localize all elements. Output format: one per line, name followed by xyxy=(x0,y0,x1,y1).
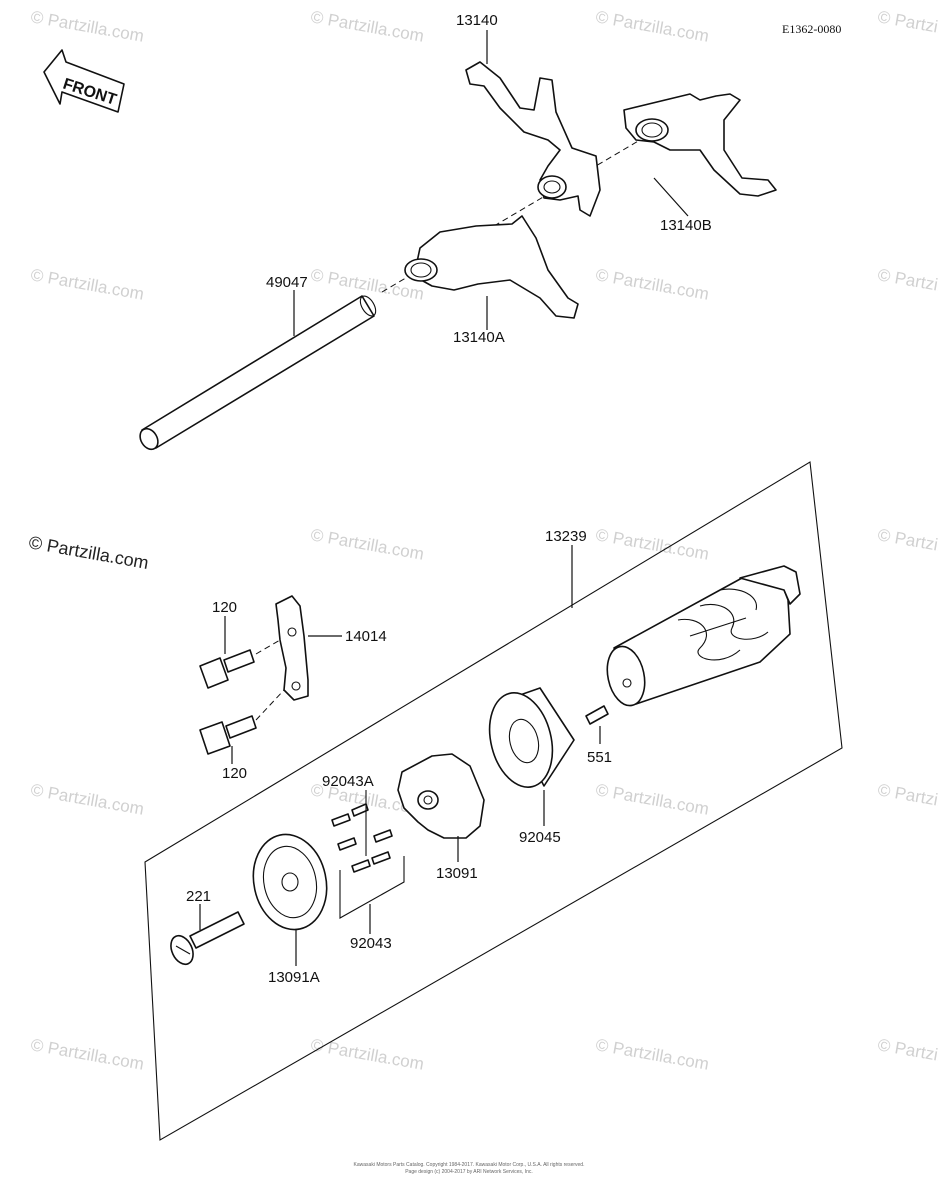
watermark-text: © Partzilla.com xyxy=(594,265,710,304)
watermark-text: © Partzilla.com xyxy=(594,525,710,564)
watermark-text: © Partzilla.com xyxy=(594,780,710,819)
label-92043: 92043 xyxy=(350,935,392,952)
watermark-text: © Partzilla.com xyxy=(309,525,425,564)
label-551: 551 xyxy=(587,749,612,766)
watermark-text: © Partzilla.com xyxy=(876,1035,938,1074)
label-120-bottom: 120 xyxy=(222,765,247,782)
watermark-text: © Partzilla.com xyxy=(876,265,938,304)
front-arrow-icon: FRONT xyxy=(43,49,125,113)
pins-92043 xyxy=(331,790,405,934)
bolt-120-top xyxy=(199,616,255,689)
label-221: 221 xyxy=(186,888,211,905)
diagram-code: E1362-0080 xyxy=(782,22,841,36)
pin-551 xyxy=(585,705,609,744)
shift-fork-13140A xyxy=(404,215,579,319)
watermark-text: © Partzilla.com xyxy=(876,525,938,564)
label-14014: 14014 xyxy=(345,628,387,645)
label-92045: 92045 xyxy=(519,829,561,846)
watermark-text-dark: © Partzilla.com xyxy=(27,532,150,573)
watermark-text: © Partzilla.com xyxy=(29,780,145,819)
label-49047: 49047 xyxy=(266,274,308,291)
shift-drum-13239 xyxy=(606,565,801,707)
bearing-92045 xyxy=(488,687,575,826)
plate-14014 xyxy=(275,595,342,701)
label-13091A: 13091A xyxy=(268,969,320,986)
label-13091: 13091 xyxy=(436,865,478,882)
label-13140B: 13140B xyxy=(660,217,712,234)
plate-13091A xyxy=(252,833,328,966)
watermark-layer: © Partzilla.com © Partzilla.com © Partzi… xyxy=(27,7,938,1074)
bolt-120-bottom xyxy=(199,715,257,764)
watermark-text: © Partzilla.com xyxy=(29,1035,145,1074)
label-13140: 13140 xyxy=(456,12,498,29)
leader-13140B xyxy=(653,177,689,217)
watermark-text: © Partzilla.com xyxy=(309,7,425,46)
watermark-text: © Partzilla.com xyxy=(309,1035,425,1074)
bolt-axis-top xyxy=(255,639,281,655)
watermark-text: © Partzilla.com xyxy=(594,7,710,46)
screw-221 xyxy=(170,904,245,966)
label-13140A: 13140A xyxy=(453,329,505,346)
label-13239: 13239 xyxy=(545,528,587,545)
shift-fork-13140 xyxy=(465,61,601,217)
assembly-box xyxy=(144,461,843,1141)
watermark-text: © Partzilla.com xyxy=(876,780,938,819)
footer-copyright: Kawasaki Motors Parts Catalog. Copyright… xyxy=(354,1162,585,1168)
footer-design: Page design (c) 2004-2017 by ARI Network… xyxy=(405,1169,533,1175)
watermark-text: © Partzilla.com xyxy=(594,1035,710,1074)
label-92043A: 92043A xyxy=(322,773,374,790)
shift-fork-13140B xyxy=(623,93,777,197)
watermark-text: © Partzilla.com xyxy=(29,7,145,46)
bolt-axis-bottom xyxy=(255,689,285,721)
watermark-text: © Partzilla.com xyxy=(876,7,938,46)
label-120-top: 120 xyxy=(212,599,237,616)
shift-rod-49047 xyxy=(139,295,377,451)
watermark-text: © Partzilla.com xyxy=(29,265,145,304)
cam-13091 xyxy=(397,753,485,862)
